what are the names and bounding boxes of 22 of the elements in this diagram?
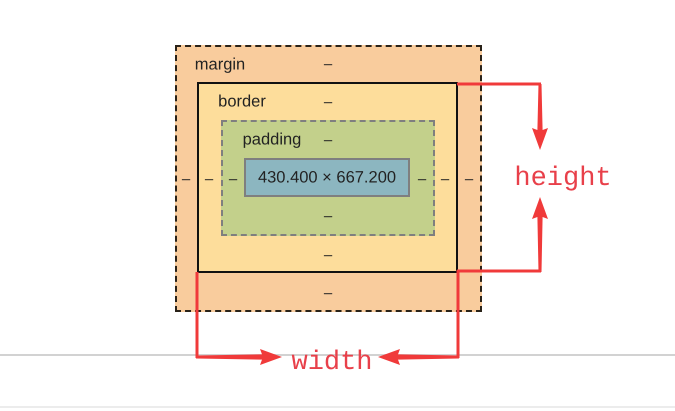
left-value: – — [228, 170, 238, 188]
right-value: – — [464, 170, 474, 188]
top-value: – — [324, 131, 332, 149]
bottom-value: – — [324, 284, 332, 302]
bottom-value: – — [324, 246, 332, 264]
padding-box — [221, 120, 435, 236]
top-value: – — [324, 55, 332, 73]
border-box — [197, 82, 458, 273]
dimension-label: height — [514, 165, 612, 195]
content-box — [244, 158, 410, 197]
bottom-value: – — [324, 207, 332, 225]
box-label: border — [218, 92, 266, 112]
dimension-label: width — [292, 349, 372, 379]
margin-box — [175, 45, 482, 312]
right-value: – — [418, 170, 426, 188]
left-value: – — [182, 170, 190, 188]
right-value: – — [440, 170, 450, 188]
left-value: – — [204, 170, 214, 188]
box-label: margin — [194, 56, 246, 74]
size-text: 430.400 × 667.200 — [258, 168, 396, 188]
top-value: – — [324, 93, 332, 111]
box-label: padding — [242, 130, 302, 150]
